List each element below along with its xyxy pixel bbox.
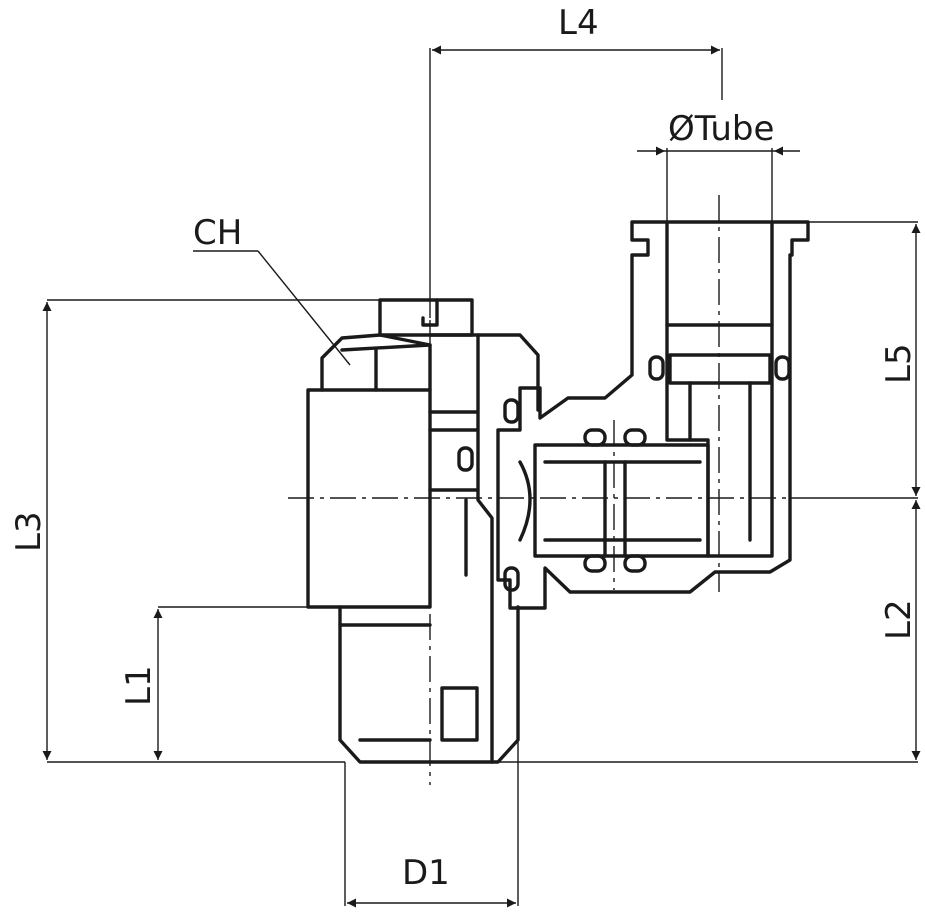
label-ch: CH xyxy=(193,213,242,253)
label-l3: L3 xyxy=(9,511,49,552)
fitting-body xyxy=(306,220,810,764)
label-l1: L1 xyxy=(119,665,159,706)
dimension-labels: L4 ØTube CH L3 L1 L5 L2 D1 xyxy=(9,3,919,893)
dimension-lines xyxy=(42,45,921,908)
label-l4: L4 xyxy=(558,3,599,43)
label-l2: L2 xyxy=(879,599,919,640)
center-lines xyxy=(288,195,790,785)
label-d1: D1 xyxy=(402,853,450,893)
label-tube-diameter: ØTube xyxy=(668,109,774,149)
label-l5: L5 xyxy=(879,343,919,384)
